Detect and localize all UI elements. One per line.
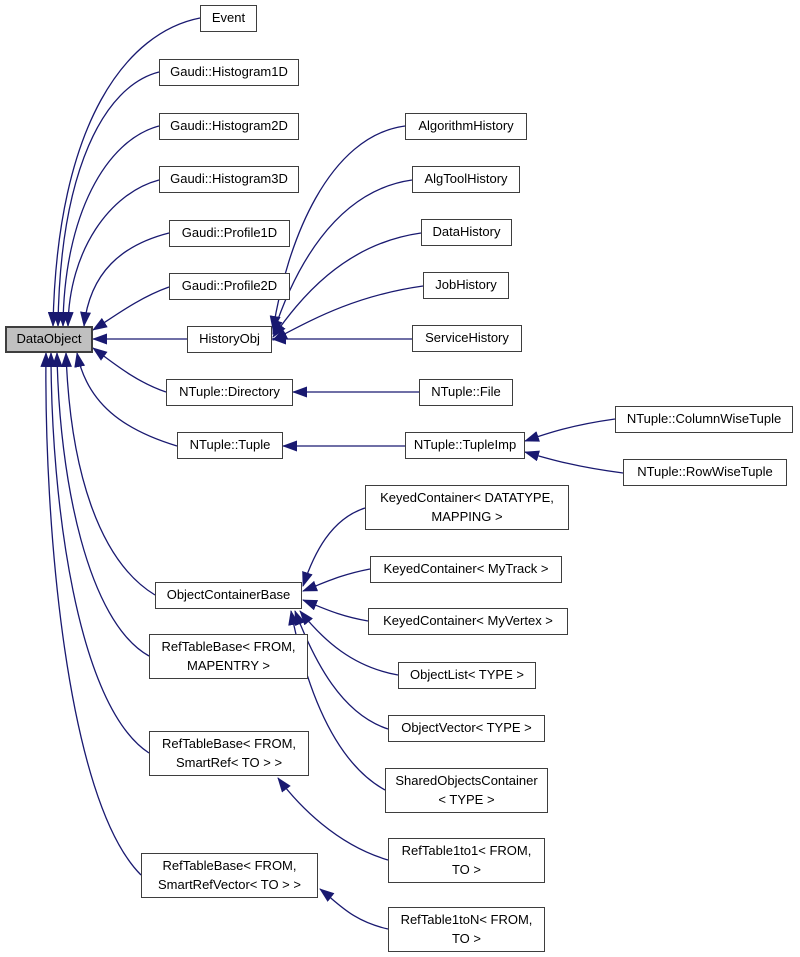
edge-objectvector-to-ocb	[294, 610, 389, 730]
node-keyedcontainer-datatype-mapping[interactable]: KeyedContainer< DATATYPE, MAPPING >	[365, 485, 569, 530]
edge-ntupletuple-to-dataobject	[74, 352, 178, 447]
node-ntuple-columnwisetuple[interactable]: NTuple::ColumnWiseTuple	[615, 406, 793, 433]
edge-algtoolhistory-to-historyobj	[272, 179, 413, 335]
edge-objectlist-to-ocb	[299, 610, 399, 676]
edge-objectcontainerbase-to-dataobject	[60, 352, 156, 596]
edge-event-to-dataobject	[47, 17, 201, 327]
edge-reftablebase-smartrefvector-to-dataobject	[40, 352, 142, 876]
node-keyedcontainer-mytrack[interactable]: KeyedContainer< MyTrack >	[370, 556, 562, 583]
node-objectvector-type[interactable]: ObjectVector< TYPE >	[388, 715, 545, 742]
node-ntuple-directory[interactable]: NTuple::Directory	[166, 379, 293, 406]
node-dataobject: DataObject	[5, 326, 93, 353]
node-datahistory[interactable]: DataHistory	[421, 219, 512, 246]
node-ntuple-file[interactable]: NTuple::File	[419, 379, 513, 406]
edge-reftable1ton-to-reftablebase-smartrefvector	[319, 888, 389, 930]
edge-reftable1to1-to-reftablebase-smartref	[277, 777, 389, 861]
edge-profile1d-to-dataobject	[80, 232, 170, 327]
node-ntuple-rowwisetuple[interactable]: NTuple::RowWiseTuple	[623, 459, 787, 486]
edge-keyedcontainer-myvertex-to-ocb	[302, 599, 369, 622]
edge-keyedcontainer-datatype-to-ocb	[302, 507, 366, 587]
node-servicehistory[interactable]: ServiceHistory	[412, 325, 522, 352]
node-event[interactable]: Event	[200, 5, 257, 32]
node-algorithmhistory[interactable]: AlgorithmHistory	[405, 113, 527, 140]
edge-histogram3d-to-dataobject	[62, 179, 160, 327]
node-gaudi-histogram2d[interactable]: Gaudi::Histogram2D	[159, 113, 299, 140]
edge-reftablebase-mapentry-to-dataobject	[51, 352, 150, 657]
node-reftable1ton[interactable]: RefTable1toN< FROM, TO >	[388, 907, 545, 952]
node-gaudi-profile1d[interactable]: Gaudi::Profile1D	[169, 220, 290, 247]
node-objectcontainerbase[interactable]: ObjectContainerBase	[155, 582, 302, 609]
node-algtoolhistory[interactable]: AlgToolHistory	[412, 166, 520, 193]
edge-algorithmhistory-to-historyobj	[269, 125, 406, 331]
edge-histogram1d-to-dataobject	[52, 71, 160, 327]
edge-jobhistory-to-historyobj	[272, 285, 424, 341]
node-gaudi-profile2d[interactable]: Gaudi::Profile2D	[169, 273, 290, 300]
edge-reftablebase-smartref-to-dataobject	[45, 352, 150, 754]
node-gaudi-histogram1d[interactable]: Gaudi::Histogram1D	[159, 59, 299, 86]
node-ntuple-tupleimp[interactable]: NTuple::TupleImp	[405, 432, 525, 459]
node-reftable1to1[interactable]: RefTable1to1< FROM, TO >	[388, 838, 545, 883]
node-keyedcontainer-myvertex[interactable]: KeyedContainer< MyVertex >	[368, 608, 568, 635]
edge-histogram2d-to-dataobject	[57, 125, 160, 327]
edge-ntupledirectory-to-dataobject	[92, 347, 167, 393]
node-jobhistory[interactable]: JobHistory	[423, 272, 509, 299]
node-ntuple-tuple[interactable]: NTuple::Tuple	[177, 432, 283, 459]
node-sharedobjectscontainer-type[interactable]: SharedObjectsContainer < TYPE >	[385, 768, 548, 813]
edge-sharedobjectscontainer-to-ocb	[288, 610, 386, 791]
edge-columnwisetuple-to-tupleimp	[524, 418, 616, 442]
edge-rowwisetuple-to-tupleimp	[524, 450, 624, 474]
node-reftablebase-smartrefvector[interactable]: RefTableBase< FROM, SmartRefVector< TO >…	[141, 853, 318, 898]
edge-keyedcontainer-mytrack-to-ocb	[302, 568, 371, 592]
edge-profile2d-to-dataobject	[92, 286, 170, 331]
node-reftablebase-mapentry[interactable]: RefTableBase< FROM, MAPENTRY >	[149, 634, 308, 679]
node-historyobj[interactable]: HistoryObj	[187, 326, 272, 353]
edge-datahistory-to-historyobj	[272, 232, 422, 338]
node-gaudi-histogram3d[interactable]: Gaudi::Histogram3D	[159, 166, 299, 193]
node-reftablebase-smartref[interactable]: RefTableBase< FROM, SmartRef< TO > >	[149, 731, 309, 776]
node-objectlist-type[interactable]: ObjectList< TYPE >	[398, 662, 536, 689]
